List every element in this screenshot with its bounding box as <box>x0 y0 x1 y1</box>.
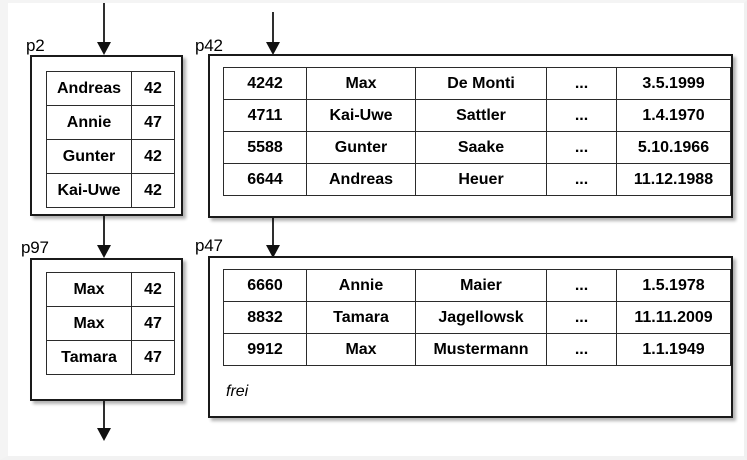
index-key: Andreas <box>46 71 132 106</box>
record-ellipsis: ... <box>546 269 617 302</box>
index-key: Gunter <box>46 139 132 174</box>
record-ellipsis: ... <box>546 99 617 132</box>
index-pointer: 42 <box>131 71 175 106</box>
record-firstname: Andreas <box>306 163 416 196</box>
data-table-p47: 6660 Annie Maier ... 1.5.1978 8832 Tamar… <box>223 269 731 366</box>
record-date: 11.12.1988 <box>616 163 731 196</box>
table-row: 4242 Max De Monti ... 3.5.1999 <box>223 67 731 100</box>
index-pointer: 47 <box>131 306 175 341</box>
arrow-p2-to-p97 <box>96 216 112 258</box>
record-id: 6644 <box>223 163 307 196</box>
table-row: Max 47 <box>46 306 175 341</box>
index-pointer: 42 <box>131 139 175 174</box>
arrow-head <box>266 42 280 55</box>
page-label-p2: p2 <box>26 36 45 55</box>
arrow-p42-to-p47 <box>265 218 281 258</box>
index-key: Kai-Uwe <box>46 173 132 208</box>
record-id: 9912 <box>223 333 307 366</box>
arrow-shaft <box>272 218 274 246</box>
record-ellipsis: ... <box>546 301 617 334</box>
record-firstname: Max <box>306 333 416 366</box>
arrow-shaft <box>272 12 274 43</box>
table-row: 8832 Tamara Jagellowsk ... 11.11.2009 <box>223 301 731 334</box>
page-label-p47: p47 <box>195 236 223 255</box>
table-row: Gunter 42 <box>46 139 175 174</box>
record-lastname: De Monti <box>415 67 547 100</box>
page-box-p42: 4242 Max De Monti ... 3.5.1999 4711 Kai-… <box>208 54 733 218</box>
record-lastname: Maier <box>415 269 547 302</box>
record-ellipsis: ... <box>546 163 617 196</box>
table-row: Tamara 47 <box>46 340 175 375</box>
table-row: Kai-Uwe 42 <box>46 173 175 208</box>
record-lastname: Saake <box>415 131 547 164</box>
index-key: Annie <box>46 105 132 140</box>
index-pointer: 42 <box>131 272 175 307</box>
record-firstname: Max <box>306 67 416 100</box>
table-row: Andreas 42 <box>46 71 175 106</box>
record-ellipsis: ... <box>546 67 617 100</box>
record-date: 3.5.1999 <box>616 67 731 100</box>
table-row: 5588 Gunter Saake ... 5.10.1966 <box>223 131 731 164</box>
arrow-into-p2 <box>96 3 112 55</box>
arrow-shaft <box>103 216 105 246</box>
record-lastname: Mustermann <box>415 333 547 366</box>
index-pointer: 47 <box>131 105 175 140</box>
arrow-head <box>97 428 111 441</box>
page-label-p97: p97 <box>21 238 49 257</box>
table-row: 6644 Andreas Heuer ... 11.12.1988 <box>223 163 731 196</box>
index-key: Max <box>46 306 132 341</box>
free-space-label: frei <box>226 383 249 400</box>
table-row: Max 42 <box>46 272 175 307</box>
record-id: 4242 <box>223 67 307 100</box>
record-id: 4711 <box>223 99 307 132</box>
record-firstname: Kai-Uwe <box>306 99 416 132</box>
index-key: Tamara <box>46 340 132 375</box>
record-lastname: Sattler <box>415 99 547 132</box>
arrow-out-of-p97 <box>96 401 112 441</box>
record-date: 11.11.2009 <box>616 301 731 334</box>
arrow-head <box>266 245 280 258</box>
record-ellipsis: ... <box>546 333 617 366</box>
record-date: 1.5.1978 <box>616 269 731 302</box>
record-id: 8832 <box>223 301 307 334</box>
record-date: 1.4.1970 <box>616 99 731 132</box>
arrow-into-p42 <box>265 12 281 55</box>
record-id: 5588 <box>223 131 307 164</box>
record-firstname: Gunter <box>306 131 416 164</box>
table-row: 4711 Kai-Uwe Sattler ... 1.4.1970 <box>223 99 731 132</box>
data-table-p42: 4242 Max De Monti ... 3.5.1999 4711 Kai-… <box>223 67 731 196</box>
index-pointer: 42 <box>131 173 175 208</box>
index-table-p2: Andreas 42 Annie 47 Gunter 42 Kai-Uwe 42 <box>46 71 175 208</box>
page-box-p47: 6660 Annie Maier ... 1.5.1978 8832 Tamar… <box>208 256 733 418</box>
table-row: 6660 Annie Maier ... 1.5.1978 <box>223 269 731 302</box>
record-lastname: Jagellowsk <box>415 301 547 334</box>
record-date: 5.10.1966 <box>616 131 731 164</box>
page-box-p2: Andreas 42 Annie 47 Gunter 42 Kai-Uwe 42 <box>30 55 183 216</box>
index-pointer: 47 <box>131 340 175 375</box>
arrow-shaft <box>103 3 105 43</box>
arrow-head <box>97 42 111 55</box>
index-key: Max <box>46 272 132 307</box>
record-firstname: Annie <box>306 269 416 302</box>
arrow-head <box>97 245 111 258</box>
record-id: 6660 <box>223 269 307 302</box>
record-firstname: Tamara <box>306 301 416 334</box>
table-row: 9912 Max Mustermann ... 1.1.1949 <box>223 333 731 366</box>
record-ellipsis: ... <box>546 131 617 164</box>
page-label-p42: p42 <box>195 36 223 55</box>
page-box-p97: Max 42 Max 47 Tamara 47 <box>30 258 183 401</box>
record-lastname: Heuer <box>415 163 547 196</box>
index-table-p97: Max 42 Max 47 Tamara 47 <box>46 272 175 375</box>
table-row: Annie 47 <box>46 105 175 140</box>
record-date: 1.1.1949 <box>616 333 731 366</box>
arrow-shaft <box>103 401 105 429</box>
